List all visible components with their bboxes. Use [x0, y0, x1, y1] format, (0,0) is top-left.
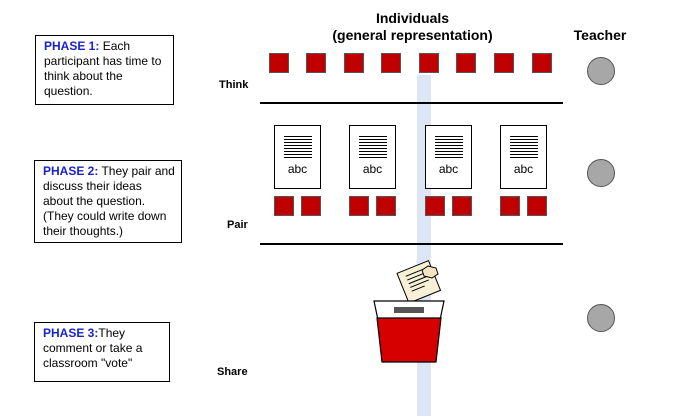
teacher-circle-icon: [587, 159, 615, 187]
individuals-subtitle: (general representation): [332, 27, 493, 43]
individual-square: [381, 53, 401, 73]
phase-3-text: They comment or take a classroom "vote": [43, 326, 143, 370]
individual-square: [425, 196, 445, 216]
phase-1-box: PHASE 1: Each participant has time to th…: [35, 35, 174, 105]
document-icon: abc: [500, 125, 547, 189]
individuals-title: Individuals: [375, 10, 450, 26]
individuals-header: Individuals (general representation): [300, 10, 525, 44]
individual-square: [274, 196, 294, 216]
individual-square: [500, 196, 520, 216]
phase-3-label: PHASE 3:: [43, 326, 99, 340]
stage-think-label: Think: [219, 79, 249, 91]
individual-square: [301, 196, 321, 216]
teacher-circle-icon: [587, 304, 615, 332]
individual-square: [456, 53, 476, 73]
document-text: abc: [513, 162, 534, 176]
individual-square: [349, 196, 369, 216]
phase-1-label: PHASE 1:: [44, 39, 100, 53]
pair-divider: [260, 243, 563, 245]
document-icon: abc: [274, 125, 321, 189]
phase-3-box: PHASE 3:They comment or take a classroom…: [34, 322, 170, 382]
document-text: abc: [438, 162, 459, 176]
phase-2-text: They pair and discuss their ideas about …: [43, 164, 175, 238]
think-divider: [260, 102, 563, 104]
stage-share-label: Share: [217, 366, 248, 378]
stage-pair-label: Pair: [227, 219, 248, 231]
individual-square: [532, 53, 552, 73]
phase-2-label: PHASE 2:: [43, 164, 99, 178]
individual-square: [306, 53, 326, 73]
phase-2-box: PHASE 2: They pair and discuss their ide…: [34, 160, 182, 243]
teacher-circle-icon: [587, 57, 615, 85]
document-icon: abc: [349, 125, 396, 189]
teacher-header: Teacher: [573, 27, 627, 43]
individual-square: [494, 53, 514, 73]
individual-square: [452, 196, 472, 216]
individual-square: [527, 196, 547, 216]
phase-1-text: Each participant has time to think about…: [44, 39, 162, 98]
document-icon: abc: [425, 125, 472, 189]
individual-square: [419, 53, 439, 73]
individual-square: [269, 53, 289, 73]
ballot-box-icon: [373, 260, 445, 363]
individual-square: [344, 53, 364, 73]
document-text: abc: [362, 162, 383, 176]
individual-square: [376, 196, 396, 216]
document-text: abc: [287, 162, 308, 176]
